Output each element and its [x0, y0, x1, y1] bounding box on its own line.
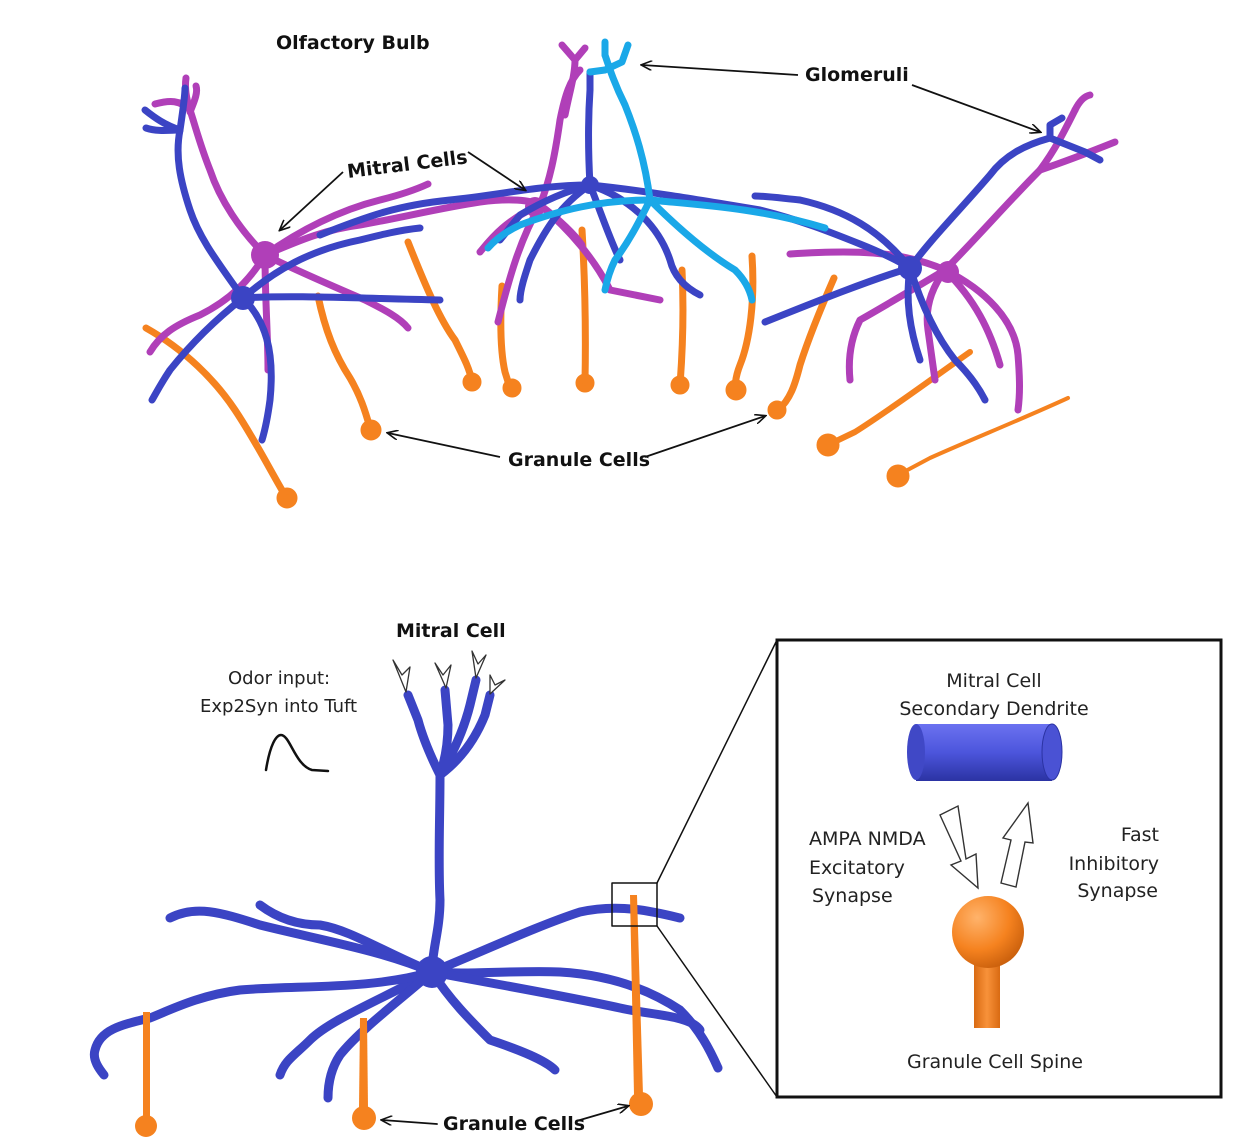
dendrite-label-line1: Mitral Cell	[946, 670, 1041, 692]
odor-input-label-line1: Odor input:	[228, 668, 330, 689]
granule-cells-label-bottom: Granule Cells	[443, 1113, 585, 1135]
granule-cells-label-top: Granule Cells	[508, 449, 650, 471]
excitatory-label-line1: AMPA NMDA	[809, 828, 926, 850]
exp2syn-waveform	[264, 733, 330, 773]
odor-input-label-line2: Exp2Syn into Tuft	[200, 696, 357, 717]
secondary-dendrite-cylinder	[907, 723, 1063, 781]
olfactory-bulb-network	[141, 38, 1119, 509]
inhibitory-label-line2: Inhibitory	[1069, 853, 1159, 875]
glomeruli-label: Glomeruli	[805, 64, 909, 86]
granule-cells-top	[142, 226, 1070, 509]
zoom-region-box	[611, 882, 658, 927]
excitatory-label-line3: Synapse	[812, 885, 893, 907]
pointer-arrows-bottom	[382, 1106, 628, 1124]
mitral-cells-label: Mitral Cells	[346, 146, 469, 183]
inhibitory-label-line1: Fast	[1121, 824, 1159, 846]
mitral-cell-title: Mitral Cell	[396, 620, 506, 642]
mitral-cell-cyan	[484, 38, 829, 304]
inhibitory-arrow	[1000, 801, 1034, 888]
granule-cell-spine	[952, 896, 1024, 1028]
mitral-cell-body	[89, 675, 723, 1103]
inhibitory-label-line3: Synapse	[1077, 880, 1158, 902]
granule-cells-bottom	[135, 895, 653, 1137]
pointer-arrows-top	[280, 65, 1040, 458]
tuft-synapse-markers	[392, 650, 506, 695]
excitatory-label-line2: Excitatory	[809, 857, 905, 879]
dendrite-label-line2: Secondary Dendrite	[899, 698, 1088, 720]
glomerulus-tufts	[558, 41, 589, 119]
excitatory-arrow	[939, 804, 979, 890]
spine-label: Granule Cell Spine	[907, 1051, 1083, 1073]
single-mitral-cell: Mitral Cell Odor input: Ex	[89, 620, 778, 1137]
synapse-inset: Mitral Cell Secondary Dendrite AMPA NMDA…	[775, 638, 1223, 1099]
mitral-cell-blue	[141, 68, 1104, 444]
olfactory-bulb-title: Olfactory Bulb	[276, 32, 430, 54]
